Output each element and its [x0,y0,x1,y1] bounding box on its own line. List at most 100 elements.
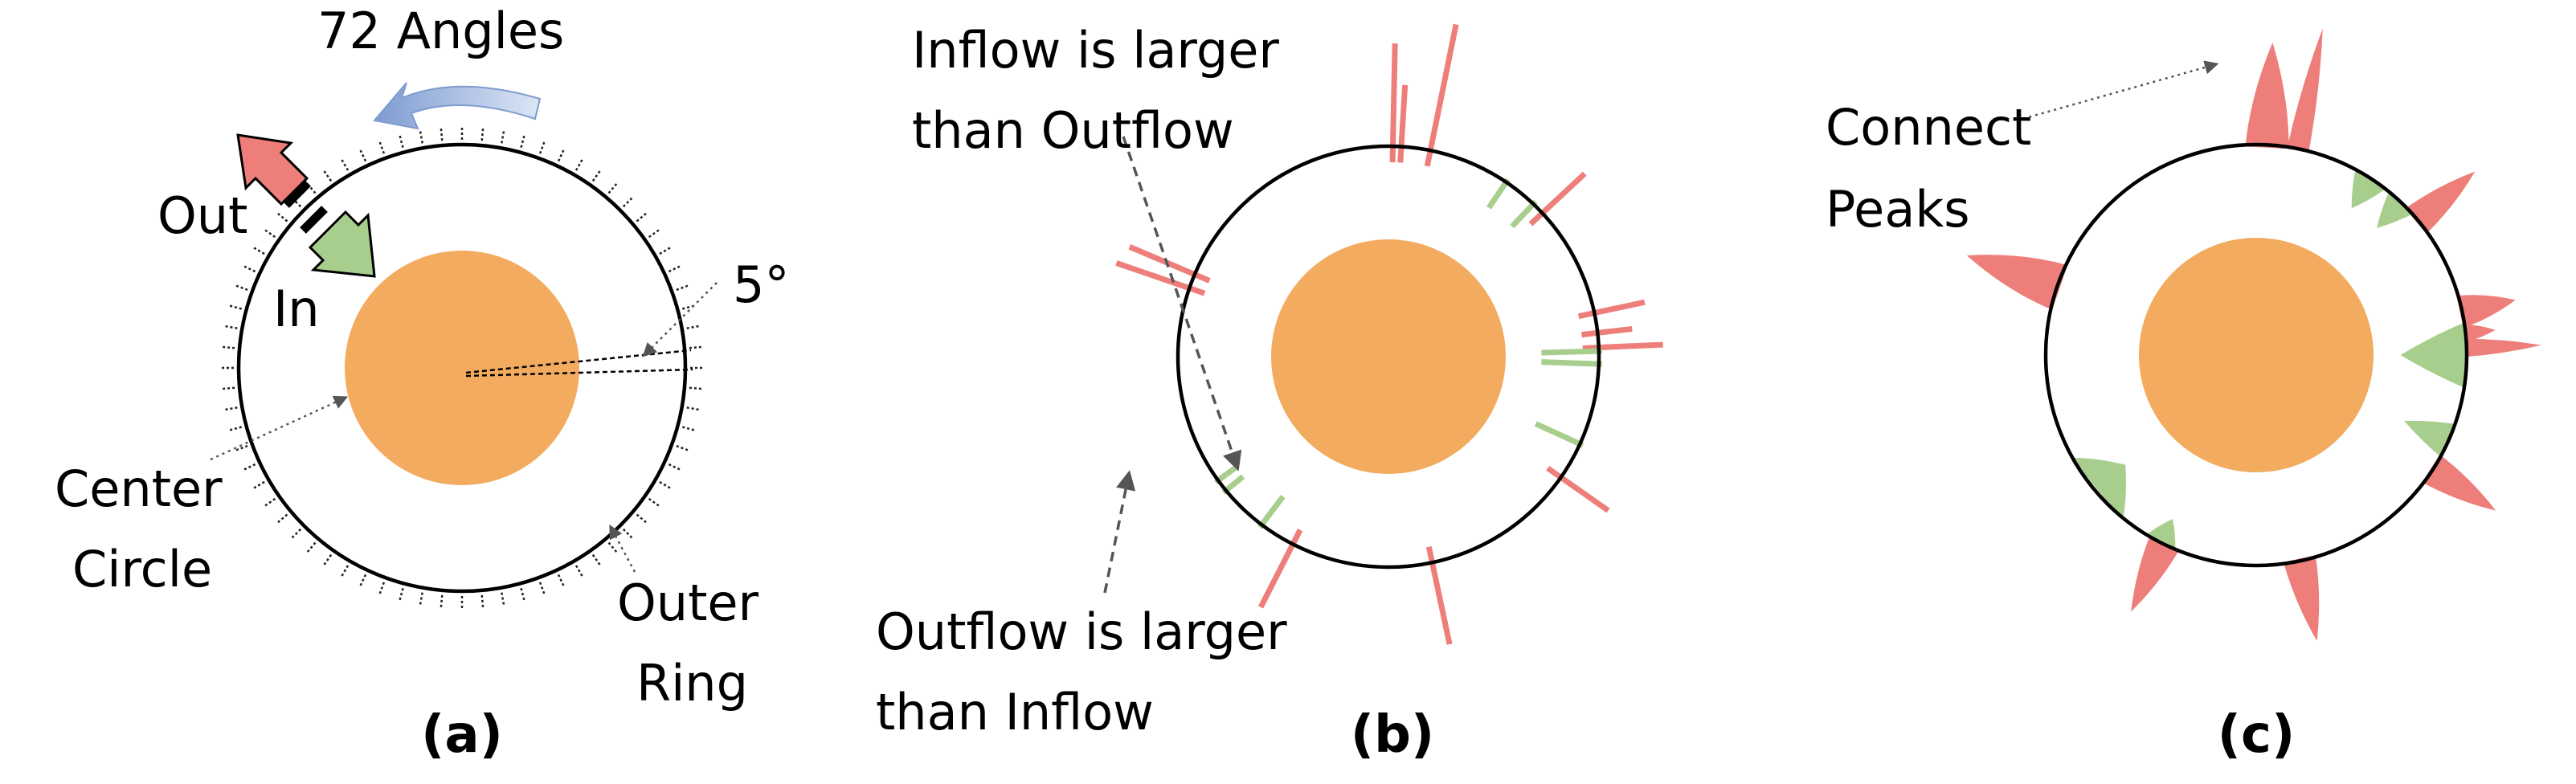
angle-tick [668,463,681,471]
angle-tick [557,149,565,162]
angle-tick [501,130,505,144]
peaks-label-line1: Connect [1826,98,2031,157]
angle-tick [520,134,525,149]
angle-tick [264,228,276,239]
outer-ring-circle [236,142,688,594]
outflow-line [1257,529,1303,609]
outflow-peak [2456,295,2516,329]
angle-tick [419,592,423,606]
angle-tick [276,513,288,524]
inflow-peak [2400,321,2466,389]
in-label: In [273,280,320,338]
outflow-peak [2405,171,2476,235]
angle-tick [340,565,350,578]
angle-tick [440,128,444,141]
inflow-label-line2: than Outflow [912,101,1234,160]
outer-label-line1: Outer [617,574,759,632]
inflow-peak [2071,457,2126,521]
angle-tick [591,553,602,566]
in-arrow [300,206,376,278]
inflow-line [1486,178,1511,210]
outflow-label-line2: than Inflow [876,683,1154,741]
angle-tick [235,284,248,292]
center-label-line1: Center [55,459,223,518]
flow-peaks [1966,28,2542,642]
angle-tick [322,553,333,566]
caption-b: (b) [1351,705,1434,765]
inflow-line [1541,359,1602,367]
outer-ring-circle-b [1176,144,1601,570]
outflow-peak [2463,324,2496,343]
outer-ring-circle-c [2043,142,2469,568]
center-circle [345,251,579,485]
angle-tick [222,386,235,390]
inflow-peak [2351,167,2387,209]
angle-tick [668,265,681,273]
panel-b: Inflow is larger than Outflow Outflow is… [876,21,1663,765]
outflow-line [1581,325,1633,338]
angle-tick [235,444,248,451]
angle-tick [224,406,238,411]
outflow-line [1389,43,1398,163]
outflow-peak [2464,338,2542,357]
caption-a: (a) [421,705,503,765]
angle-tick [399,134,404,149]
inflow-line [1257,494,1286,529]
center-label-line2: Circle [72,540,212,598]
angle-tick [574,158,584,171]
angle-tick [224,325,238,329]
angle-tick [659,480,672,490]
outflow-line [1546,465,1610,513]
angle-tick [264,497,276,508]
inflow-line [1534,421,1584,448]
outflow-line [1128,244,1211,284]
angle-tick [607,182,618,194]
angle-tick [574,565,584,578]
caption-c: (c) [2218,705,2295,765]
peaks-label-line2: Peaks [1826,180,1970,239]
angle-tick [636,212,648,223]
angle-tick [419,130,423,144]
rotation-arrow [373,82,542,130]
angles-label: 72 Angles [317,2,564,60]
out-arrow [236,133,311,208]
inflow-pointer [1122,136,1242,472]
outflow-line [1582,341,1663,351]
angle-tick [480,594,485,608]
angle-tick [622,196,634,208]
angle-tick [480,128,485,141]
angle-tick [557,574,565,587]
angle-tick [622,528,634,540]
center-pointer [210,395,349,461]
outflow-peak [2283,555,2320,642]
panel-c: Connect Peaks (c) [1826,28,2542,765]
angle-tick [306,541,317,553]
ring-pointer [609,524,636,573]
angle-tick [681,426,696,431]
angle-tick [538,141,546,154]
angle-tick [228,426,243,431]
degree-pointer [642,282,718,357]
angle-tick [243,265,256,273]
outflow-line [1397,84,1409,163]
angle-tick [243,463,256,471]
angle-tick [399,587,404,602]
inflow-peak [2377,190,2414,228]
inflow-line [1510,199,1538,229]
angle-tick [676,284,689,292]
outflow-peak [2422,455,2496,511]
outflow-pointer [1103,470,1136,594]
angle-tick [359,149,367,162]
angle-tick [501,592,505,606]
angle-tick [252,246,265,255]
outflow-label-line1: Outflow is larger [876,602,1287,661]
angle-tick [228,304,243,310]
outflow-line [1528,171,1587,227]
outflow-peak [2131,535,2180,612]
angle-tick [276,212,288,223]
angle-tick [686,406,700,411]
outflow-peak [1966,255,2068,310]
center-circle-c [2139,238,2374,472]
inflow-label-line1: Inflow is larger [912,21,1279,80]
